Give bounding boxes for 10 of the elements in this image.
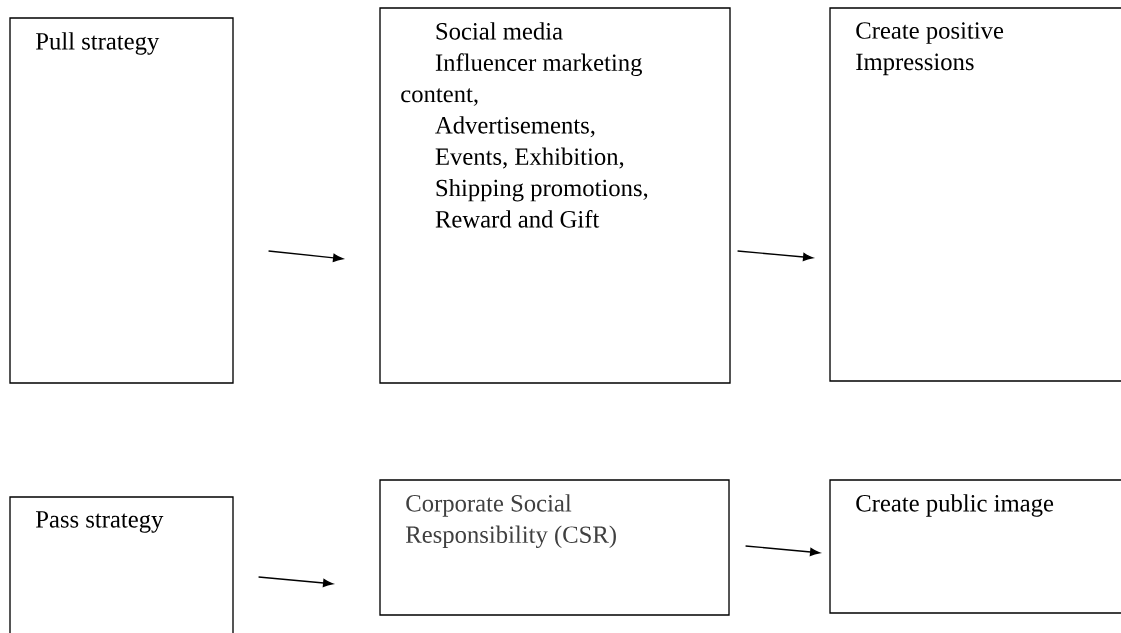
- process-box: Pull strategy: [9, 17, 234, 384]
- process-box: Create public image: [829, 479, 1121, 614]
- process-box: Social media Influencer marketing content, Advertisements, Events, Exhibition, Shipping promotions, Reward and Gift: [379, 7, 731, 384]
- process-box: Pass strategy: [9, 496, 234, 633]
- process-box: Corporate Social Responsibility (CSR): [379, 479, 730, 616]
- arrow: [736, 250, 814, 262]
- arrow: [744, 545, 821, 557]
- process-box: Create positive Impressions: [829, 7, 1121, 382]
- arrow: [267, 250, 344, 262]
- arrow: [257, 576, 334, 588]
